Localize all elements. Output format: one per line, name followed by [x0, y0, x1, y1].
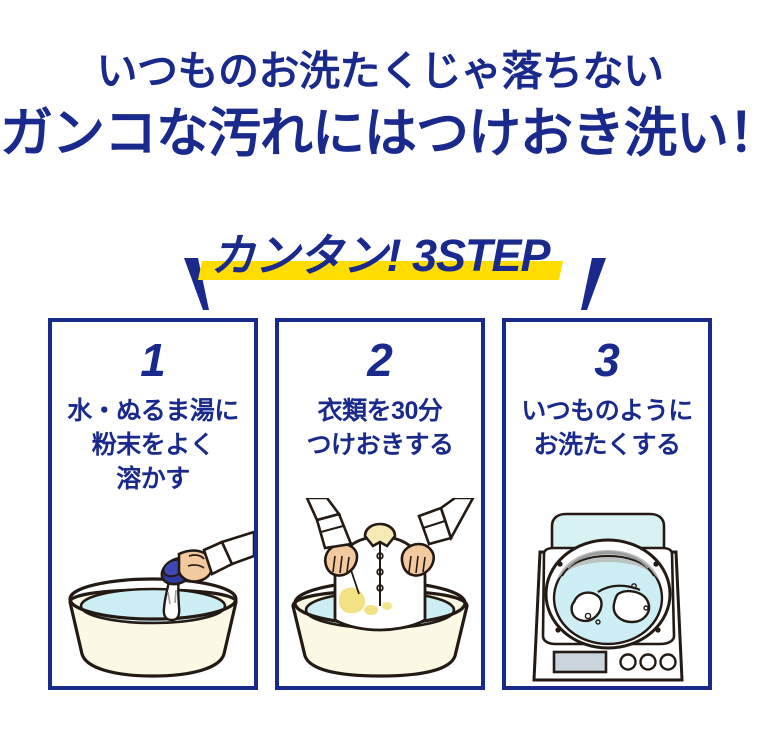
step-card-3: 3 いつものように お洗たくする: [502, 318, 712, 690]
step-card-1: 1 水・ぬるま湯に 粉末をよく 溶かす: [48, 318, 258, 690]
banner-label: カンタン! 3STEP: [210, 230, 550, 281]
step-text-2: 衣類を30分 つけおきする: [306, 397, 454, 459]
step-banner: カンタン! 3STEP: [0, 216, 760, 310]
step-number-1: 1: [140, 334, 166, 386]
headline-line-2: ガンコな汚れにはつけおき洗い！: [0, 104, 760, 163]
illustration-washing-machine: [506, 490, 708, 682]
illustration-soaking-shirt: [279, 498, 481, 678]
step-cards: 1 水・ぬるま湯に 粉末をよく 溶かす: [48, 318, 712, 690]
step-text-3: いつものように お洗たくする: [521, 397, 693, 459]
banner-text-wrap: カンタン! 3STEP: [198, 228, 564, 284]
step-card-2: 2 衣類を30分 つけおきする: [275, 318, 485, 690]
step-text-1: 水・ぬるま湯に 粉末をよく 溶かす: [67, 397, 239, 493]
headline: いつものお洗たくじゃ落ちない ガンコな汚れにはつけおき洗い！: [0, 44, 760, 166]
headline-line-1: いつものお洗たくじゃ落ちない: [96, 48, 665, 94]
step-number-3: 3: [594, 334, 620, 386]
illustration-pouring-powder: [52, 530, 254, 680]
step-number-2: 2: [367, 334, 393, 386]
